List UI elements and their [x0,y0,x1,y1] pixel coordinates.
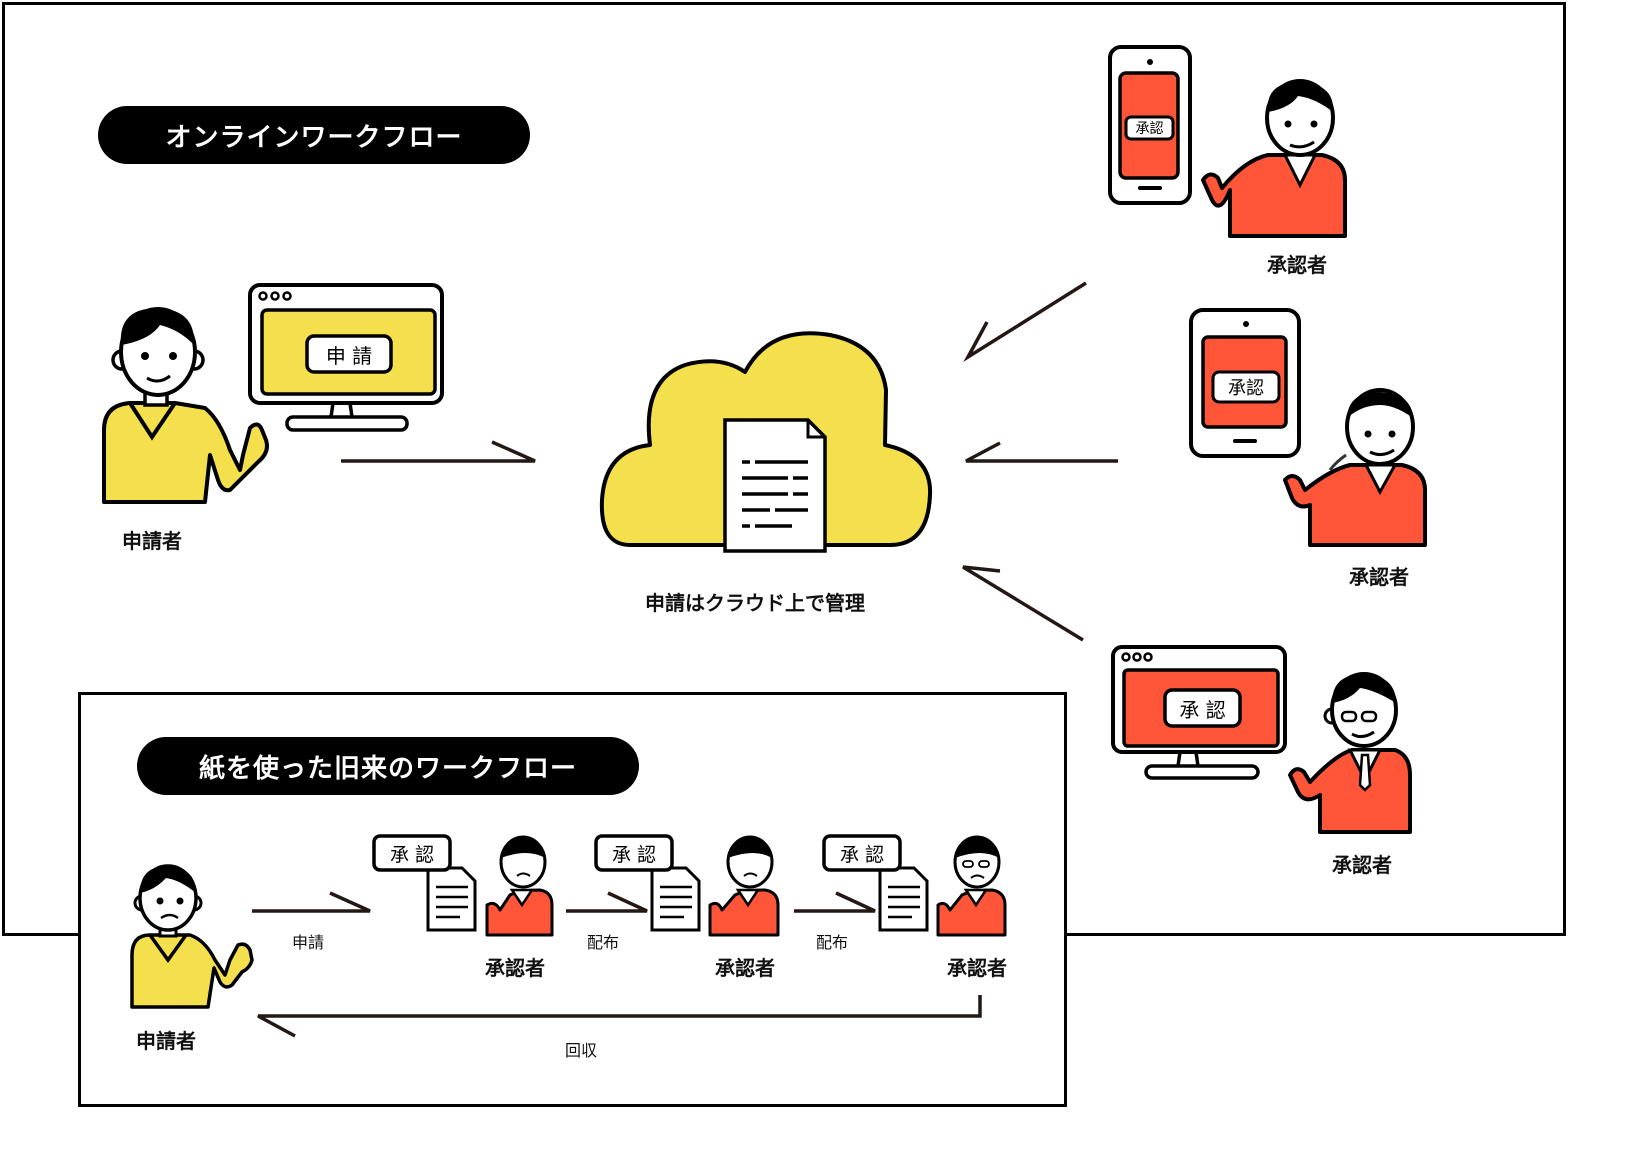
approve-screen-button-tablet: 承認 [1228,378,1264,399]
paper-applicant-person-icon [130,864,254,1009]
stamp-approve-3: 承 認 [839,843,885,866]
applicant-person-icon [102,307,269,504]
smartphone-icon [1108,45,1192,205]
approver2-person-icon [1283,388,1427,547]
paper-step-3 [822,834,1007,937]
arrow-label-apply: 申請 [292,933,325,952]
arrow-apply [252,891,371,913]
arrow-approver1-to-cloud [963,281,1087,363]
paper-approver-label-3: 承認者 [947,956,1007,980]
arrow-approver3-to-cloud [962,565,1084,642]
approver-monitor-icon [1111,645,1287,780]
paper-approver-label-1: 承認者 [485,956,545,980]
approver3-person-icon [1288,672,1412,834]
cloud-caption: 申請はクラウド上で管理 [645,591,865,615]
arrow-distribute-1 [566,891,648,913]
paper-approver-label-2: 承認者 [715,956,775,980]
online-workflow-title: オンラインワークフロー [98,106,530,164]
stamp-approve-2: 承 認 [611,843,657,866]
arrow-applicant-to-cloud [341,440,536,463]
paper-applicant-label: 申請者 [136,1029,196,1053]
applicant-monitor-icon [248,283,444,432]
approve-screen-button-phone: 承認 [1135,121,1164,137]
arrow-label-distribute-2: 配布 [816,933,849,952]
document-icon [723,418,827,553]
arrow-approver2-to-cloud [965,441,1118,463]
paper-step-1 [372,834,554,937]
arrow-return [257,995,982,1038]
paper-workflow-title: 紙を使った旧来のワークフロー [137,737,639,795]
return-label: 回収 [565,1041,598,1060]
paper-step-2 [594,834,780,937]
approver-label-3: 承認者 [1332,853,1392,877]
tablet-icon [1189,308,1301,458]
applicant-label: 申請者 [122,529,182,553]
apply-screen-button: 申 請 [325,343,373,368]
approver1-person-icon [1201,79,1347,238]
approver-label-1: 承認者 [1267,253,1327,277]
stamp-approve-1: 承 認 [389,843,435,866]
arrow-distribute-2 [794,891,876,913]
approver-label-2: 承認者 [1349,565,1409,589]
arrow-label-distribute-1: 配布 [587,933,620,952]
approve-screen-button-monitor: 承 認 [1179,697,1226,722]
